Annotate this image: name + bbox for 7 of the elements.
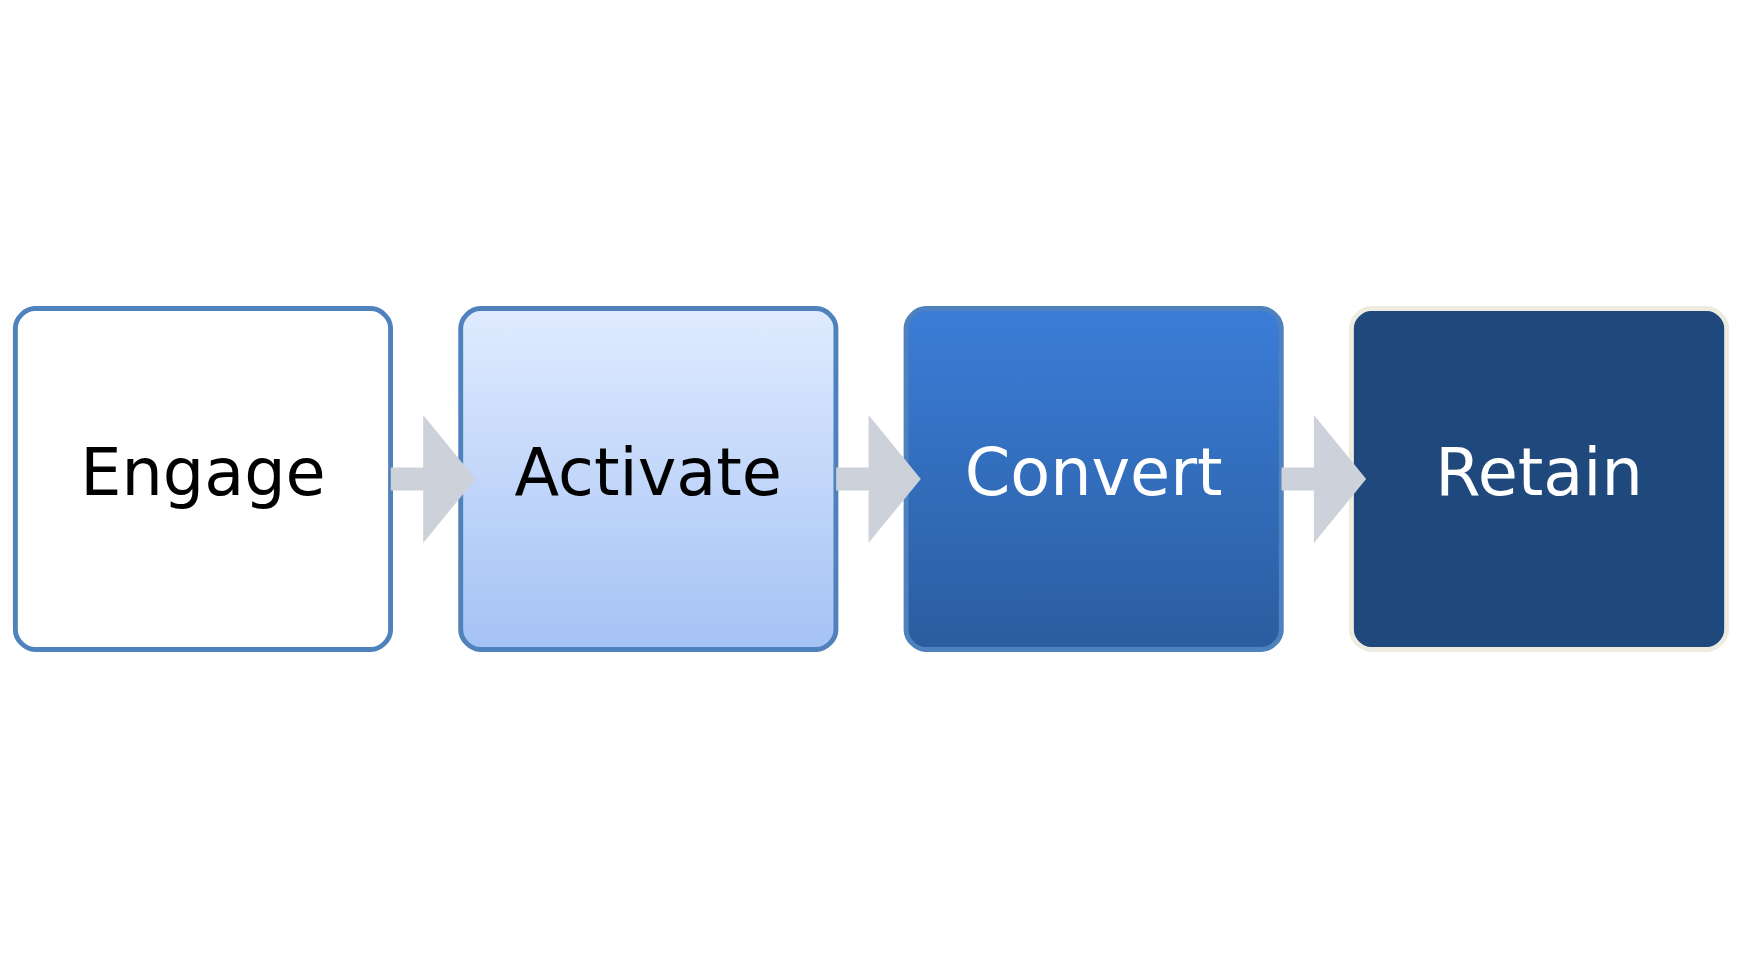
arrow — [1281, 414, 1367, 543]
arrow — [390, 414, 476, 543]
arrow — [836, 414, 921, 543]
node-box: Activate — [458, 305, 839, 652]
node-box: Convert — [903, 305, 1284, 652]
node-box: Retain — [1349, 305, 1730, 652]
node-box: Engage — [12, 305, 393, 652]
